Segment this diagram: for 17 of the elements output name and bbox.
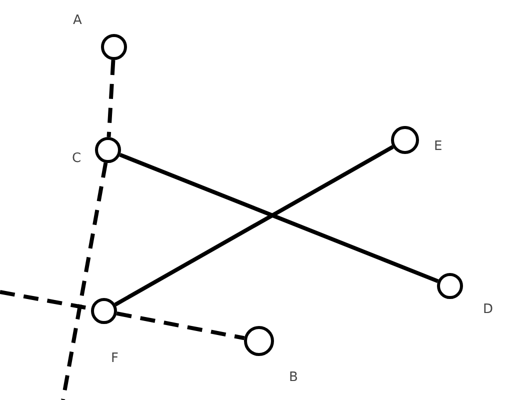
node-label: E	[434, 140, 442, 153]
dashed-line	[116, 312, 245, 340]
node-label: F	[111, 352, 118, 365]
dashed-line	[61, 162, 108, 400]
node-label: D	[483, 303, 494, 316]
circle-node	[391, 126, 419, 154]
node-label: A	[73, 14, 82, 27]
connector-line	[119, 152, 439, 284]
circle-node	[95, 137, 121, 163]
circle-node	[437, 273, 463, 299]
circle-node	[244, 326, 274, 356]
dashed-line	[106, 60, 116, 138]
circle-node	[101, 34, 127, 60]
node-label: C	[72, 152, 82, 165]
circle-node	[91, 298, 117, 324]
connector-line	[114, 145, 394, 306]
node-label: B	[289, 371, 298, 384]
